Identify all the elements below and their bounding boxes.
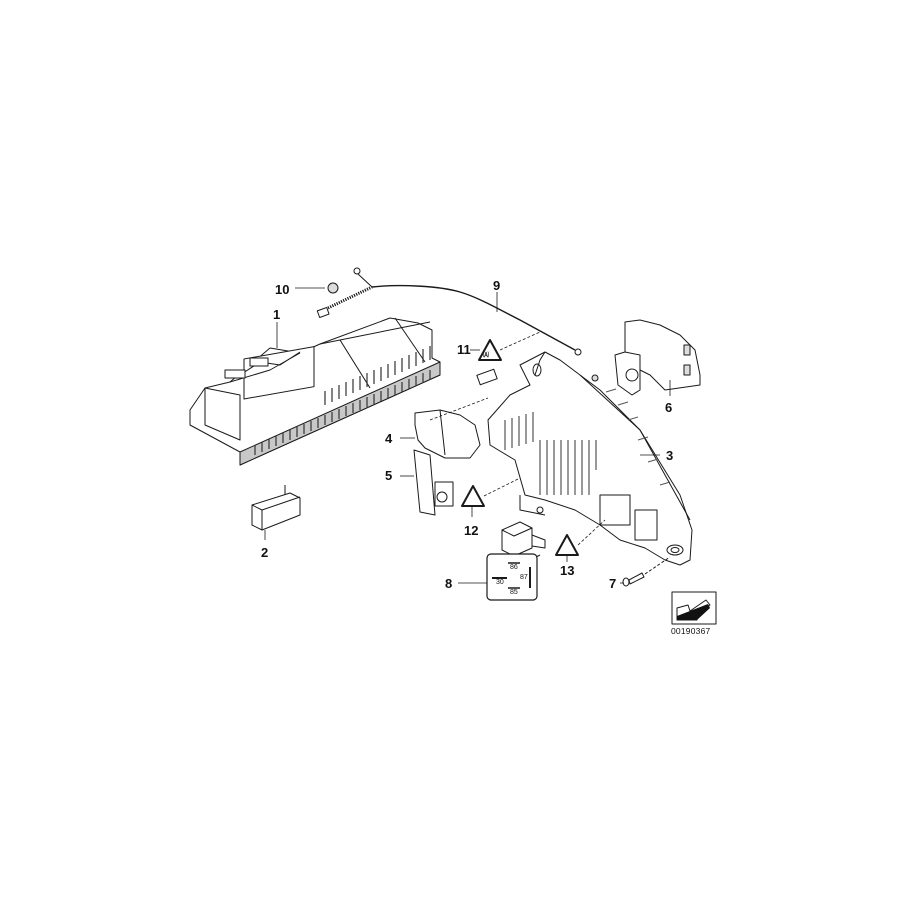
callout-10: 10 [275, 282, 290, 297]
callout-8: 8 [445, 576, 453, 591]
part-2-cover-cap [251, 485, 301, 531]
relay-pin-86: 86 [510, 564, 518, 571]
warning-triangle-icon: 🄐 [461, 339, 579, 556]
callout-2: 2 [261, 545, 269, 560]
callout-7: 7 [609, 576, 617, 591]
part-8-relay [486, 521, 546, 601]
callout-12: 12 [464, 523, 479, 538]
part-6-cover [614, 319, 701, 396]
callout-9: 9 [493, 278, 501, 293]
relay-pin-30: 30 [496, 579, 504, 586]
callout-4: 4 [385, 431, 393, 446]
relay-pin-87: 87 [520, 574, 528, 581]
part-3-power-distribution-box [476, 351, 693, 566]
callout-13: 13 [560, 563, 575, 578]
leader-lines [264, 287, 671, 584]
relay-pin-85: 85 [510, 589, 518, 596]
part-1-fuse-carrier [189, 317, 441, 466]
part-4-cover [414, 409, 481, 459]
callout-6: 6 [665, 400, 673, 415]
callout-1: 1 [273, 307, 281, 322]
diagram-reference-code: 00190367 [671, 626, 711, 636]
part-5-cover-plate [413, 449, 454, 516]
view-direction-arrow-icon [671, 591, 717, 625]
svg-text:🄐: 🄐 [483, 351, 489, 359]
callout-11: 11 [457, 342, 471, 357]
callout-5: 5 [385, 468, 393, 483]
part-9-cable [316, 267, 582, 356]
part-7-screw [622, 556, 671, 587]
part-10-nut [327, 282, 339, 294]
callout-3: 3 [666, 448, 674, 463]
